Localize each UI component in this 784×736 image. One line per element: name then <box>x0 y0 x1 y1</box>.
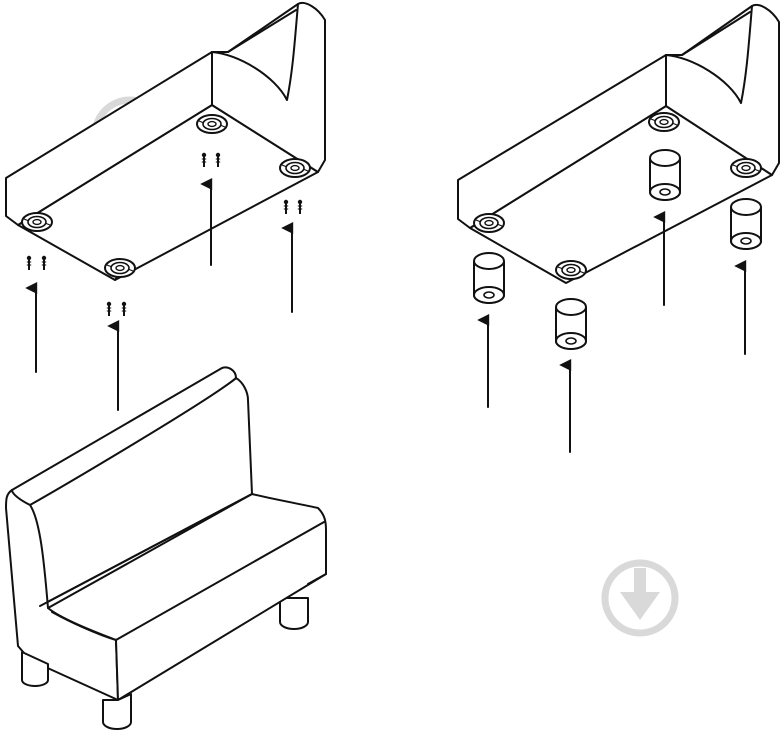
furniture-leg-icon <box>649 149 681 201</box>
mount-plate-icon <box>104 258 136 278</box>
furniture-leg-icon <box>555 298 587 350</box>
assembled-sofa <box>5 366 327 730</box>
seat-underside-screws <box>5 2 326 281</box>
screw-icon <box>282 198 290 215</box>
mount-plate-icon <box>730 158 762 178</box>
furniture-leg-icon <box>473 252 505 304</box>
mount-plate-icon <box>555 260 587 280</box>
mount-plate-icon <box>279 158 311 178</box>
mount-plate-icon <box>196 114 228 134</box>
furniture-leg-icon <box>730 198 762 250</box>
screw-icon <box>105 300 113 317</box>
seat-underside-legs <box>457 4 780 284</box>
mount-plate-icon <box>648 112 680 132</box>
mount-plate-icon <box>473 213 505 233</box>
screw-icon <box>40 254 48 271</box>
screw-icon <box>296 198 304 215</box>
screw-icon <box>25 254 33 271</box>
screw-icon <box>120 300 128 317</box>
watermark-logo-icon <box>605 563 675 633</box>
mount-plate-icon <box>21 212 53 232</box>
